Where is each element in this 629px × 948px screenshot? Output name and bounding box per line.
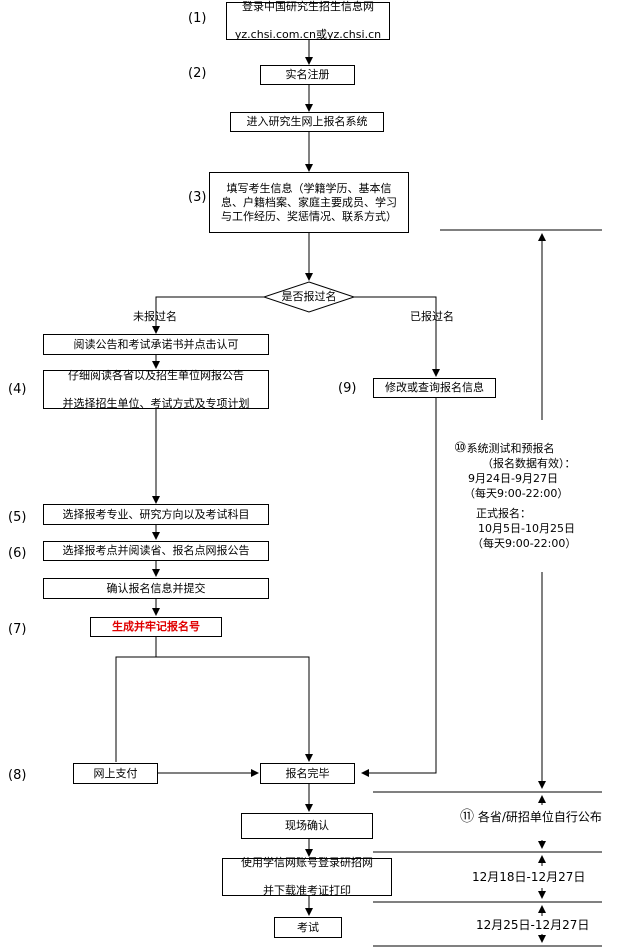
read-notice-label: 阅读公告和考试承诺书并点击认可 xyxy=(73,337,239,351)
step-number-9: (9) xyxy=(338,381,357,396)
note-10-formal-title: 正式报名： xyxy=(476,507,531,520)
enter-system-label: 进入研究生网上报名系统 xyxy=(246,115,368,128)
print-admission-box: 使用学信网账号登录研招网 并下载准考证打印 xyxy=(222,856,392,897)
step-number-2: (2) xyxy=(188,66,207,81)
note-11-number: ⑪ xyxy=(460,809,474,825)
exam-dates-note: 12月25日-12月27日 xyxy=(476,918,590,932)
register-label: 实名注册 xyxy=(285,68,330,81)
note-10-title: 系统测试和预报名 xyxy=(466,442,555,455)
register-box: 实名注册 xyxy=(260,65,355,85)
step-number-1: (1) xyxy=(188,11,207,26)
step-number-7: (7) xyxy=(8,622,27,637)
confirm-submit-box: 确认报名信息并提交 xyxy=(43,578,269,599)
decision-label: 是否报过名 xyxy=(281,290,337,303)
step-number-6: (6) xyxy=(8,546,27,561)
online-payment-label: 网上支付 xyxy=(93,766,138,780)
choose-site-box: 选择报考点并阅读省、报名点网报公告 xyxy=(43,541,269,561)
note-11-text: 各省/研招单位自行公布 xyxy=(477,810,602,824)
fill-info-label: 填写考生信息（学籍学历、基本信息、户籍档案、家庭主要成员、学习与工作经历、奖惩情… xyxy=(221,181,397,223)
arrow-decision-no xyxy=(152,296,264,334)
note-10-pre-dates: 9月24日-9月27日 xyxy=(468,472,558,485)
registered-label: 已报过名 xyxy=(410,310,454,323)
choose-major-box: 选择报考专业、研究方向以及考试科目 xyxy=(43,504,269,525)
enter-system-box: 进入研究生网上报名系统 xyxy=(230,112,384,132)
exam-box: 考试 xyxy=(274,917,342,938)
step-number-8: (8) xyxy=(8,768,27,783)
fill-info-box: 填写考生信息（学籍学历、基本信息、户籍档案、家庭主要成员、学习与工作经历、奖惩情… xyxy=(209,172,409,233)
note-10-formal-hours: （每天9:00-22:00） xyxy=(472,537,577,550)
arrow-7-pay xyxy=(115,656,313,762)
choose-unit-line1: 仔细阅读各省以及招生单位网报公告 xyxy=(68,368,244,382)
exam-label: 考试 xyxy=(297,920,319,934)
onsite-confirm-label: 现场确认 xyxy=(285,819,329,832)
choose-site-label: 选择报考点并阅读省、报名点网报公告 xyxy=(62,544,250,557)
login-line1: 登录中国研究生招生信息网 xyxy=(241,0,374,13)
note-11: ⑪ 各省/研招单位自行公布 xyxy=(460,810,602,825)
generate-number-label: 生成并牢记报名号 xyxy=(112,620,200,633)
note-10-number: ⑩ xyxy=(454,440,467,456)
print-dates-note: 12月18日-12月27日 xyxy=(472,870,586,884)
choose-major-label: 选择报考专业、研究方向以及考试科目 xyxy=(62,507,250,521)
note-10-sub: （报名数据有效）： xyxy=(482,457,576,470)
step-number-5: (5) xyxy=(8,510,27,525)
modify-query-box: 修改或查询报名信息 xyxy=(373,378,496,398)
choose-unit-box: 仔细阅读各省以及招生单位网报公告 并选择招生单位、考试方式及专项计划 xyxy=(43,368,269,410)
read-notice-box: 阅读公告和考试承诺书并点击认可 xyxy=(43,334,269,355)
arrow-decision-yes xyxy=(354,296,440,377)
online-payment-box: 网上支付 xyxy=(73,763,158,784)
login-box: 登录中国研究生招生信息网 yz.chsi.com.cn或yz.chsi.cn xyxy=(226,0,390,41)
not-registered-label: 未报过名 xyxy=(133,310,177,323)
confirm-submit-label: 确认报名信息并提交 xyxy=(106,581,206,595)
step-number-3: (3) xyxy=(188,190,207,205)
arrow-9-done xyxy=(361,398,437,777)
step-number-4: (4) xyxy=(8,382,27,397)
choose-unit-line2: 并选择招生单位、考试方式及专项计划 xyxy=(62,396,250,410)
registration-complete-label: 报名完毕 xyxy=(285,766,330,780)
onsite-confirm-box: 现场确认 xyxy=(241,813,373,839)
modify-query-label: 修改或查询报名信息 xyxy=(385,381,484,394)
note-10-pre-hours: （每天9:00-22:00） xyxy=(464,487,569,500)
registration-period-note: ⑩系统测试和预报名 （报名数据有效）： 9月24日-9月27日 （每天9:00-… xyxy=(454,441,614,551)
decision-diamond xyxy=(262,281,356,313)
generate-number-box: 生成并牢记报名号 xyxy=(90,617,222,637)
registration-complete-box: 报名完毕 xyxy=(260,763,355,784)
print-admission-line1: 使用学信网账号登录研招网 xyxy=(241,856,373,869)
print-admission-line2: 并下载准考证打印 xyxy=(263,884,351,897)
note-10-formal-dates: 10月5日-10月25日 xyxy=(478,522,575,535)
login-url: yz.chsi.com.cn或yz.chsi.cn xyxy=(234,28,382,41)
